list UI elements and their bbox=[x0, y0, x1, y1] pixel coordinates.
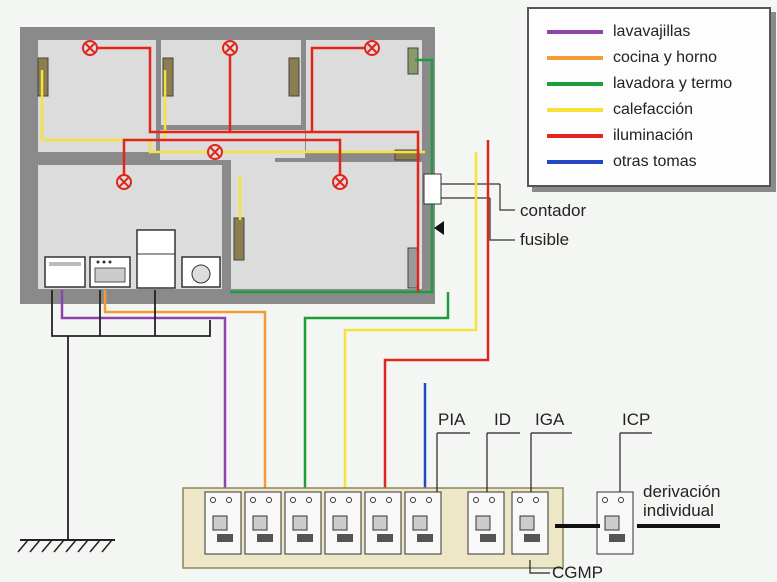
room-hall bbox=[160, 130, 305, 160]
breaker-module bbox=[511, 491, 549, 555]
legend-label: otras tomas bbox=[613, 153, 697, 170]
breaker-module bbox=[204, 491, 242, 555]
legend-item: otras tomas bbox=[547, 151, 697, 173]
label-cgmp: CGMP bbox=[552, 563, 603, 582]
lamp-icon bbox=[222, 40, 238, 56]
lamp-icon bbox=[332, 174, 348, 190]
legend-label: cocina y horno bbox=[613, 49, 718, 66]
legend-label: lavadora y termo bbox=[613, 75, 733, 92]
wire-cocina-horno bbox=[103, 290, 267, 492]
legend-swatch bbox=[547, 82, 603, 86]
wire-calefaccion bbox=[343, 152, 478, 492]
breaker-module bbox=[284, 491, 322, 555]
legend: lavavajillas cocina y horno lavadora y t… bbox=[527, 7, 771, 187]
wire-lavavajillas bbox=[60, 290, 227, 492]
fridge-icon bbox=[136, 229, 176, 289]
interior-wall bbox=[38, 161, 176, 165]
panel-box bbox=[407, 247, 419, 289]
wire-iluminacion bbox=[310, 46, 372, 132]
legend-item: lavadora y termo bbox=[547, 73, 732, 95]
breaker-module bbox=[364, 491, 402, 555]
breaker-module bbox=[404, 491, 442, 555]
breakers bbox=[204, 491, 634, 555]
fusible-leader bbox=[489, 198, 515, 241]
legend-item: cocina y horno bbox=[547, 47, 717, 69]
legend-item: iluminación bbox=[547, 125, 693, 147]
label-iga: IGA bbox=[535, 410, 565, 429]
label-contador: contador bbox=[520, 201, 587, 220]
label-pia: PIA bbox=[438, 410, 466, 429]
legend-label: lavavajillas bbox=[613, 23, 691, 40]
room-top-right bbox=[306, 40, 422, 152]
legend-swatch bbox=[547, 56, 603, 60]
breaker-module bbox=[467, 491, 505, 555]
legend-item: lavavajillas bbox=[547, 21, 690, 43]
dishwasher-icon bbox=[44, 256, 86, 288]
interior-wall bbox=[222, 160, 231, 290]
label-derivacion-line2: individual bbox=[643, 501, 714, 520]
cgmp-leader bbox=[529, 560, 550, 574]
lamp-icon bbox=[207, 144, 223, 160]
interior-wall bbox=[275, 158, 422, 162]
room-living bbox=[231, 160, 422, 289]
meter-box bbox=[423, 173, 442, 205]
washing-machine-icon bbox=[181, 256, 221, 288]
contador-leader bbox=[499, 184, 515, 211]
legend-label: calefacción bbox=[613, 101, 694, 118]
legend-swatch bbox=[547, 134, 603, 138]
radiator bbox=[288, 57, 300, 97]
label-fusible: fusible bbox=[520, 230, 570, 249]
lamp-icon bbox=[82, 40, 98, 56]
lamp-icon bbox=[116, 174, 132, 190]
radiator bbox=[233, 217, 245, 261]
breaker-module bbox=[596, 491, 634, 555]
label-icp: ICP bbox=[622, 410, 651, 429]
breaker-module bbox=[244, 491, 282, 555]
legend-swatch bbox=[547, 160, 603, 164]
wire-iluminacion bbox=[383, 140, 490, 492]
label-id: ID bbox=[494, 410, 511, 429]
ground-wire bbox=[51, 290, 211, 337]
wire-iluminacion bbox=[90, 46, 420, 292]
legend-swatch bbox=[547, 108, 603, 112]
radiator bbox=[162, 57, 174, 97]
oven-icon bbox=[89, 256, 131, 288]
wire-lavadora-termo bbox=[303, 292, 450, 492]
lamp-icon bbox=[364, 40, 380, 56]
room-top-left bbox=[38, 40, 156, 152]
legend-swatch bbox=[547, 30, 603, 34]
legend-item: calefacción bbox=[547, 99, 693, 121]
ground-symbol bbox=[17, 539, 113, 553]
wire-iluminacion bbox=[122, 138, 342, 180]
interior-wall bbox=[200, 126, 300, 130]
label-derivacion-line1: derivación bbox=[643, 482, 721, 501]
breaker-module bbox=[324, 491, 362, 555]
legend-label: iluminación bbox=[613, 127, 694, 144]
arrow-icon bbox=[434, 221, 444, 235]
